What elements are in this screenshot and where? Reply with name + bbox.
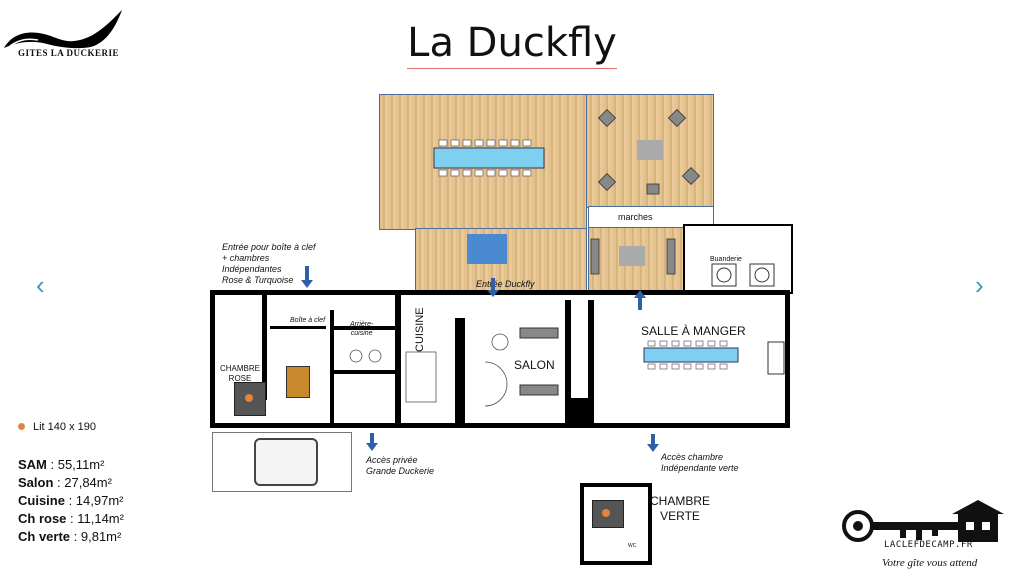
area-item: Ch verte : 9,81m²: [18, 529, 122, 544]
jacuzzi: [254, 438, 318, 486]
washing-machines-icon: [711, 263, 775, 287]
bed-dot-verte: [602, 509, 610, 517]
acces-chambre-label: Accès chambre Indépendante verte: [661, 452, 739, 473]
next-arrow-button[interactable]: ›: [975, 270, 984, 300]
area-item: Ch rose : 11,14m²: [18, 511, 124, 526]
wc-label: WC: [628, 543, 637, 549]
dining-table: [643, 340, 739, 370]
area-item: SAM : 55,11m²: [18, 457, 105, 472]
interior-walls: [262, 290, 785, 428]
arriere-cuisine-label: Arrière- cuisine: [350, 321, 374, 337]
key-house-logo-icon: [842, 500, 1004, 542]
terrace-furniture: [433, 108, 701, 275]
prev-arrow-button[interactable]: ‹: [36, 270, 45, 300]
salle-a-manger-label: SALLE À MANGER: [641, 324, 746, 338]
duck-logo-icon: [4, 10, 122, 49]
brand-name: LACLEFDECAMP.FR: [884, 540, 973, 550]
logo-text: GITES LA DUCKERIE: [18, 48, 120, 58]
entree-clef-label: Entrée pour boîte à clef + chambres Indé…: [222, 242, 316, 285]
page-title: La Duckfly: [0, 20, 1024, 69]
bed-dot-rose: [245, 394, 253, 402]
area-item: Salon : 27,84m²: [18, 475, 112, 490]
bathroom-fixture: [286, 366, 310, 398]
acces-privee-label: Accès privée Grande Duckerie: [366, 455, 435, 476]
buanderie-label: Buanderie: [710, 256, 742, 263]
marches-label: marches: [618, 212, 653, 222]
chambre-rose-label: CHAMBRE ROSE: [220, 364, 261, 383]
stairs-area: [588, 206, 714, 228]
brand-slogan: Votre gîte vous attend: [882, 557, 978, 569]
boite-clef-label: Boîte à clef: [290, 317, 326, 324]
legend-dot: [18, 423, 25, 430]
area-item: Cuisine : 14,97m²: [18, 493, 124, 508]
salon-label: SALON: [514, 358, 555, 372]
chambre-verte-label: CHAMBRE VERTE: [650, 494, 711, 523]
area-list: SAM : 55,11m² Salon : 27,84m² Cuisine : …: [18, 456, 124, 546]
entree-duckfly-label: Entrée Duckfly: [476, 279, 535, 289]
legend: Lit 140 x 190: [18, 421, 96, 433]
